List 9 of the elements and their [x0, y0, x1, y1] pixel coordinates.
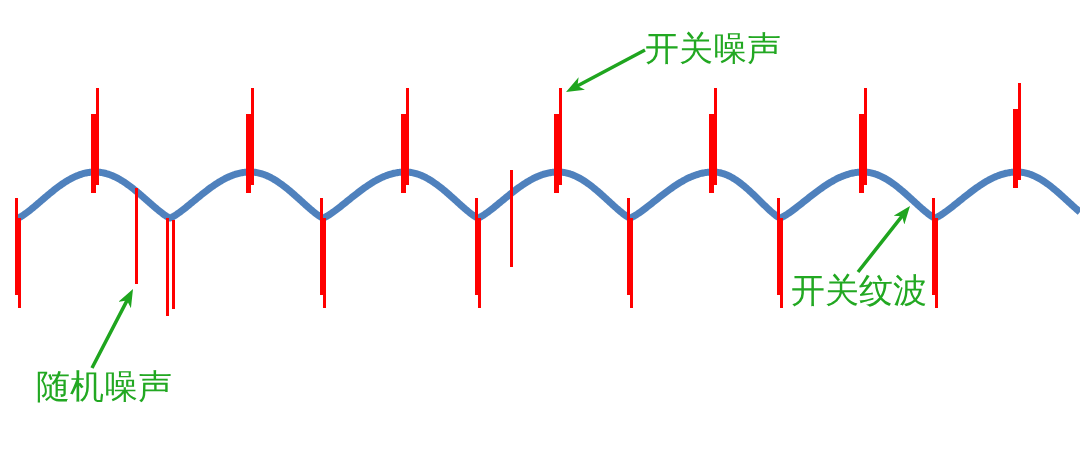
noise-spike: [135, 188, 138, 284]
arrow: [565, 48, 646, 94]
arrow: [90, 288, 135, 369]
annotation-label: 开关纹波: [791, 272, 927, 308]
noise-spike: [554, 88, 562, 193]
arrow: [856, 204, 912, 274]
annotation-label: 随机噪声: [36, 368, 172, 404]
ripple-wave: [15, 168, 1080, 222]
annotation-label: 开关噪声: [645, 30, 781, 66]
